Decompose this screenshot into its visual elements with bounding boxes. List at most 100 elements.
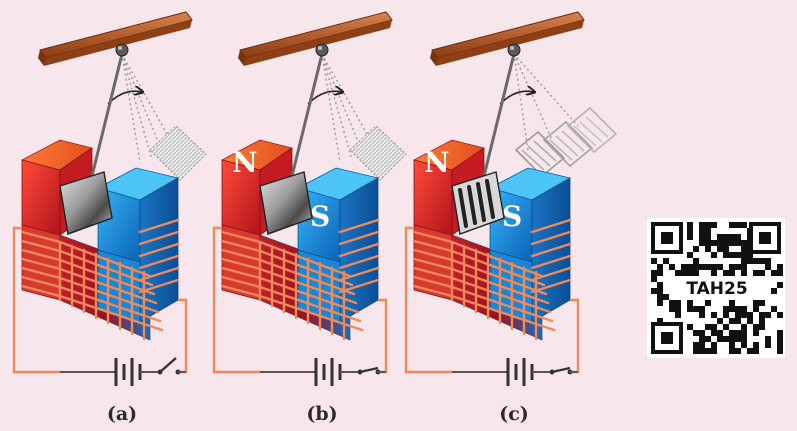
qr-module: [711, 324, 717, 330]
panel-caption: (c): [499, 403, 529, 425]
qr-module: [741, 240, 747, 246]
qr-module: [711, 348, 717, 354]
qr-module: [723, 246, 729, 252]
pivot-icon: [115, 43, 129, 57]
qr-module: [657, 318, 663, 324]
qr-module: [735, 312, 741, 318]
qr-module: [693, 264, 699, 270]
qr-module: [687, 222, 693, 228]
qr-module: [717, 240, 723, 246]
qr-module: [753, 270, 759, 276]
qr-module: [759, 258, 765, 264]
qr-module: [663, 258, 669, 264]
qr-module: [711, 342, 717, 348]
qr-module: [735, 222, 741, 228]
qr-module: [741, 342, 747, 348]
qr-module: [729, 222, 735, 228]
support-beam: [429, 11, 585, 67]
qr-module: [717, 336, 723, 342]
qr-module: [699, 336, 705, 342]
qr-module: [735, 348, 741, 354]
qr-module: [693, 270, 699, 276]
south-pole-label: S: [310, 200, 330, 233]
qr-module: [717, 318, 723, 324]
qr-module: [675, 270, 681, 276]
qr-module: [747, 348, 753, 354]
qr-module: [705, 228, 711, 234]
qr-module: [657, 288, 663, 294]
qr-module: [729, 336, 735, 342]
qr-module: [657, 282, 663, 288]
qr-module: [759, 300, 765, 306]
qr-module: [657, 270, 663, 276]
qr-module: [717, 246, 723, 252]
qr-module: [771, 306, 777, 312]
qr-module: [681, 264, 687, 270]
qr-module: [693, 258, 699, 264]
qr-module: [699, 222, 705, 228]
qr-module: [693, 306, 699, 312]
qr-module: [723, 306, 729, 312]
qr-module: [687, 228, 693, 234]
qr-module: [735, 318, 741, 324]
qr-module: [699, 228, 705, 234]
qr-module: [759, 318, 765, 324]
qr-module: [699, 348, 705, 354]
qr-module: [723, 312, 729, 318]
qr-module: [699, 342, 705, 348]
qr-module: [765, 342, 771, 348]
qr-finder-icon: [651, 222, 781, 354]
qr-module: [729, 240, 735, 246]
qr-module: [747, 252, 753, 258]
panel-c: N S (c): [404, 11, 617, 425]
panel-b: N S (b): [212, 11, 406, 425]
qr-module: [687, 270, 693, 276]
qr-module: [657, 264, 663, 270]
qr-code[interactable]: TAH25: [647, 218, 785, 358]
qr-module: [693, 330, 699, 336]
pivot-icon: [315, 43, 329, 57]
qr-module: [735, 234, 741, 240]
qr-module: [747, 312, 753, 318]
qr-module: [711, 252, 717, 258]
qr-module: [729, 330, 735, 336]
qr-module: [777, 270, 783, 276]
qr-module: [753, 306, 759, 312]
qr-module: [687, 252, 693, 258]
qr-module: [729, 348, 735, 354]
qr-module: [777, 264, 783, 270]
qr-module: [717, 234, 723, 240]
qr-code-label: TAH25: [686, 279, 747, 299]
qr-module: [741, 306, 747, 312]
qr-module: [711, 240, 717, 246]
qr-module: [711, 312, 717, 318]
qr-module: [723, 234, 729, 240]
qr-module: [735, 264, 741, 270]
qr-module: [651, 258, 657, 264]
qr-module: [723, 270, 729, 276]
qr-module: [753, 258, 759, 264]
qr-module: [753, 330, 759, 336]
battery-switch-open: [58, 356, 188, 388]
swing-trace: [513, 53, 579, 151]
slotted-plate-ghosts: [515, 107, 617, 177]
qr-module: [717, 264, 723, 270]
qr-module: [675, 306, 681, 312]
qr-module: [657, 300, 663, 306]
qr-module: [729, 252, 735, 258]
qr-module: [741, 312, 747, 318]
qr-module: [747, 318, 753, 324]
qr-module: [777, 342, 783, 348]
battery-switch-closed: [450, 356, 580, 388]
qr-module: [729, 318, 735, 324]
qr-module: [657, 294, 663, 300]
qr-modules: [651, 222, 783, 354]
qr-module: [729, 306, 735, 312]
swing-trace: [308, 54, 406, 180]
qr-module: [687, 306, 693, 312]
qr-module: [741, 246, 747, 252]
qr-module: [729, 342, 735, 348]
qr-module: [705, 264, 711, 270]
qr-module: [723, 336, 729, 342]
